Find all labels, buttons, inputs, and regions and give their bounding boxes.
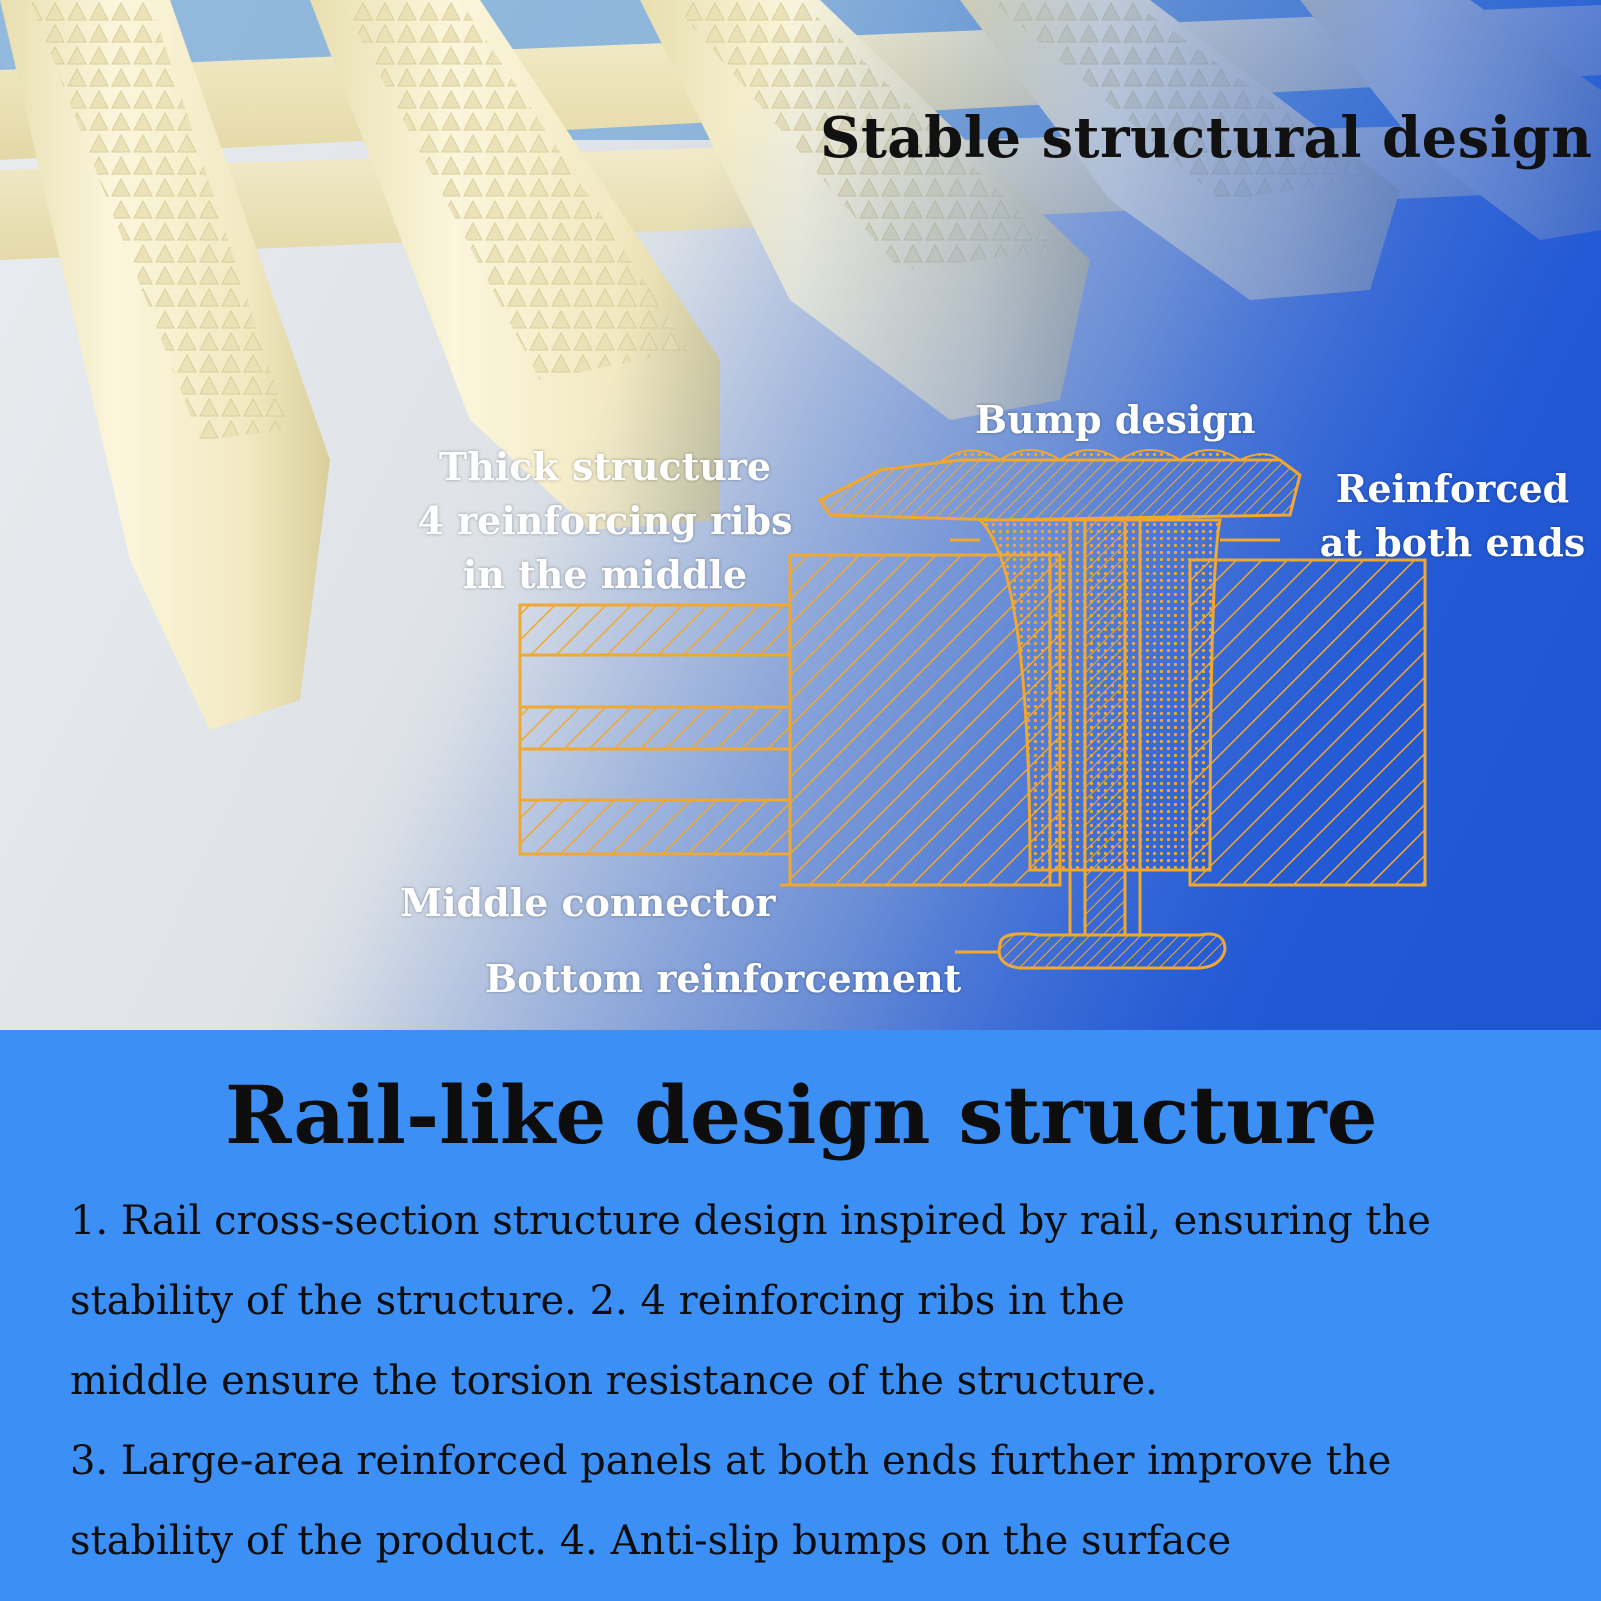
central-rib [1083,518,1127,937]
description-line-3: middle ensure the torsion resistance of … [70,1358,1158,1404]
callout-thick-line3: in the middle [462,552,748,597]
hero-title: Stable structural design [820,105,1593,171]
rail-foot [997,932,1227,970]
surface-bumps [939,449,1281,463]
description-line-1: 1. Rail cross-section structure design i… [70,1198,1431,1244]
left-connector-bottom [518,798,792,856]
callout-reinforced-line2: at both ends [1319,520,1586,565]
rail-head [817,458,1302,522]
callout-bump-design: Bump design [975,397,1256,442]
description-line-2: stability of the structure. 2. 4 reinfor… [70,1278,1125,1324]
callout-bottom-reinforcement: Bottom reinforcement [485,956,962,1001]
description-section: Rail-like design structure 1. Rail cross… [0,1030,1601,1601]
callout-thick-line2: 4 reinforcing ribs [417,498,793,543]
product-photo-section: Stable structural design [0,0,1601,1030]
section-title: Rail-like design structure [225,1068,1378,1162]
callout-reinforced-line1: Reinforced [1335,466,1570,511]
left-connector-top [518,603,792,657]
right-end-block [1188,558,1427,887]
left-connector-mid [518,705,792,751]
description-line-4: 3. Large-area reinforced panels at both … [70,1438,1392,1484]
callout-thick-line1: Thick structure [438,444,772,489]
callout-thick-structure: Thick structure 4 reinforcing ribs in th… [405,440,805,602]
callout-reinforced-ends: Reinforced at both ends [1305,462,1600,570]
description-line-5: stability of the product. 4. Anti-slip b… [70,1518,1232,1564]
callout-middle-connector: Middle connector [400,880,776,925]
rail-cross-section-diagram [518,449,1427,970]
